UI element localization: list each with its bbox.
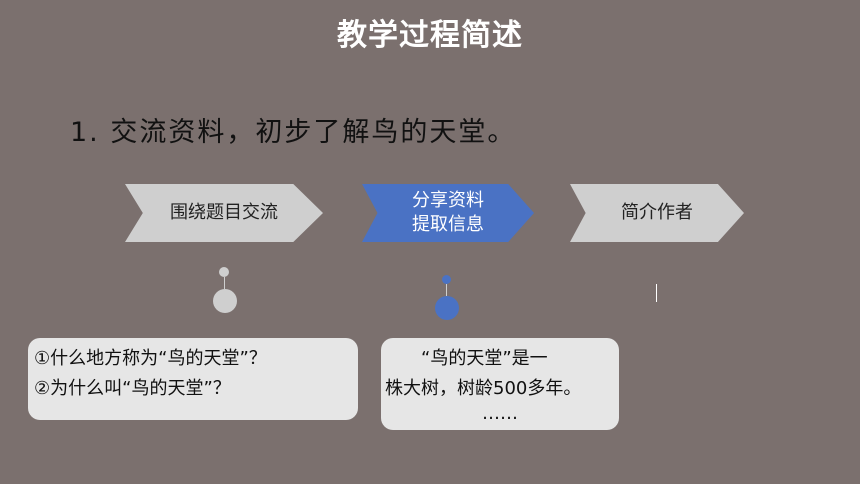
step-label: 简介作者 bbox=[621, 202, 693, 223]
node-large-dot bbox=[213, 289, 237, 313]
step-label: 分享资料 提取信息 bbox=[412, 189, 484, 237]
timeline-marker bbox=[656, 284, 657, 302]
node-stem bbox=[446, 284, 447, 296]
step-label: 围绕题目交流 bbox=[170, 202, 278, 223]
section-heading: 1. 交流资料，初步了解鸟的天堂。 bbox=[70, 117, 517, 148]
question-2: ②为什么叫“鸟的天堂”？ bbox=[34, 378, 231, 399]
step-chevron-author-intro[interactable]: 简介作者 bbox=[570, 184, 744, 242]
question-1: ①什么地方称为“鸟的天堂”？ bbox=[34, 348, 267, 369]
info-line-2: 株大树，树龄500多年。 bbox=[385, 378, 582, 399]
info-card: “鸟的天堂”是一 株大树，树龄500多年。 …… bbox=[381, 338, 619, 430]
node-small-dot bbox=[442, 275, 451, 284]
questions-card: ①什么地方称为“鸟的天堂”？ ②为什么叫“鸟的天堂”？ bbox=[28, 338, 358, 420]
node-stem bbox=[224, 277, 225, 289]
node-small-dot bbox=[219, 267, 229, 277]
step-label-line2: 提取信息 bbox=[412, 214, 484, 235]
step-chevron-share-info[interactable]: 分享资料 提取信息 bbox=[362, 184, 534, 242]
step-label-line1: 分享资料 bbox=[412, 190, 484, 211]
step-chevron-discuss-title[interactable]: 围绕题目交流 bbox=[125, 184, 323, 242]
info-ellipsis: …… bbox=[482, 403, 518, 424]
node-large-dot bbox=[435, 296, 459, 320]
page-title: 教学过程简述 bbox=[337, 18, 523, 53]
info-line-1: “鸟的天堂”是一 bbox=[421, 348, 548, 369]
